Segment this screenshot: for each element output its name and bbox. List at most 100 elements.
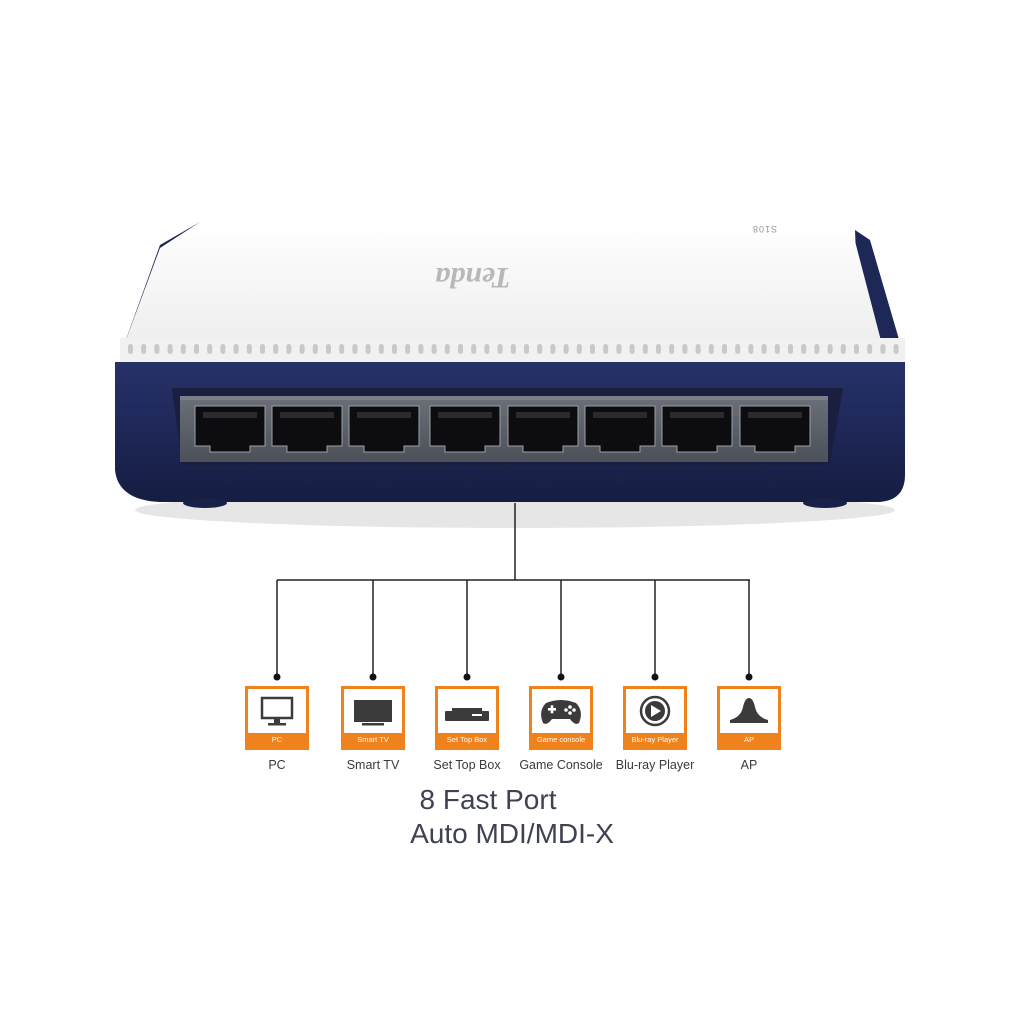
vent-slot bbox=[814, 344, 820, 354]
vent-slot bbox=[365, 344, 371, 354]
vent-slot bbox=[418, 344, 424, 354]
device-tile: Blu-ray Player bbox=[623, 686, 687, 750]
vent-slot bbox=[880, 344, 886, 354]
vent-slot bbox=[497, 344, 503, 354]
vent-slot bbox=[312, 344, 318, 354]
vent-slot bbox=[484, 344, 490, 354]
vent-slot bbox=[246, 344, 252, 354]
vent-slot bbox=[774, 344, 780, 354]
vent-slot bbox=[286, 344, 292, 354]
port-number: 5 bbox=[539, 470, 547, 485]
ethernet-port[interactable] bbox=[429, 405, 501, 453]
ethernet-port[interactable] bbox=[584, 405, 656, 453]
port-number: 4 bbox=[461, 470, 469, 485]
ethernet-port[interactable] bbox=[348, 405, 420, 453]
port-number: 3 bbox=[380, 470, 388, 485]
vent-slot bbox=[260, 344, 265, 354]
tile-label: Set Top Box bbox=[438, 733, 496, 747]
connection-lines bbox=[273, 503, 753, 681]
device-caption: Blu-ray Player bbox=[615, 758, 695, 772]
access-point-icon bbox=[720, 689, 778, 733]
vent-slot bbox=[576, 344, 582, 354]
port-number: 6 bbox=[616, 470, 624, 485]
vent-slot bbox=[537, 344, 543, 354]
port-number: 2 bbox=[303, 470, 311, 485]
switch-illustration bbox=[115, 222, 905, 528]
ethernet-port[interactable] bbox=[194, 405, 266, 453]
set-top-box-icon bbox=[438, 689, 496, 733]
device-tile: PC bbox=[245, 686, 309, 750]
monitor-icon bbox=[248, 689, 306, 733]
vent-slot bbox=[207, 344, 213, 354]
vent-slot bbox=[352, 344, 358, 354]
vent-slot bbox=[840, 344, 846, 354]
vent-slot bbox=[273, 344, 279, 354]
ethernet-port[interactable] bbox=[507, 405, 579, 453]
vent-slot bbox=[722, 344, 727, 354]
vent-slot bbox=[708, 344, 714, 354]
connector-dot bbox=[651, 673, 659, 681]
port-number: 7 bbox=[693, 470, 701, 485]
vent-slot bbox=[801, 344, 807, 354]
vent-slot bbox=[616, 344, 622, 354]
vent-slot bbox=[154, 344, 160, 354]
vent-slot bbox=[220, 344, 226, 354]
device-tile: Set Top Box bbox=[435, 686, 499, 750]
device-caption: Game Console bbox=[519, 758, 603, 772]
vent-slot bbox=[471, 344, 477, 354]
vent-slot bbox=[893, 344, 899, 354]
vent-slot bbox=[339, 344, 345, 354]
device-caption: PC bbox=[268, 758, 286, 772]
connector-dot bbox=[463, 673, 471, 681]
ethernet-port[interactable] bbox=[661, 405, 733, 453]
connector-dot bbox=[273, 673, 281, 681]
vent-slot bbox=[299, 344, 305, 354]
vent-slot bbox=[629, 344, 635, 354]
tv-icon bbox=[344, 689, 402, 733]
tile-label: Blu-ray Player bbox=[626, 733, 684, 747]
vent-slot bbox=[167, 344, 173, 354]
vent-slot bbox=[458, 344, 463, 354]
tile-label: AP bbox=[720, 733, 778, 747]
tile-label: Smart TV bbox=[344, 733, 402, 747]
device-caption: Set Top Box bbox=[433, 758, 501, 772]
device-tile: Game console bbox=[529, 686, 593, 750]
headline-mdi: Auto MDI/MDI-X bbox=[410, 818, 614, 849]
vent-slot bbox=[141, 344, 147, 354]
vent-slot bbox=[233, 344, 239, 354]
vent-slot bbox=[326, 344, 331, 354]
device-caption: Smart TV bbox=[346, 758, 400, 772]
vent-slot bbox=[854, 344, 859, 354]
headline-port-count: 8 Fast Port bbox=[419, 784, 557, 815]
ethernet-port[interactable] bbox=[739, 405, 811, 453]
tile-label: Game console bbox=[532, 733, 590, 747]
vent-slot bbox=[867, 344, 873, 354]
vent-slot bbox=[695, 344, 701, 354]
device-caption: AP bbox=[740, 758, 758, 772]
vent-slot bbox=[444, 344, 450, 354]
port-number: 8 bbox=[771, 470, 779, 485]
vent-slot bbox=[761, 344, 767, 354]
connector-dot bbox=[369, 673, 377, 681]
vent-slot bbox=[378, 344, 384, 354]
gamepad-icon bbox=[532, 689, 590, 733]
vent-slot bbox=[669, 344, 675, 354]
vent-slot bbox=[735, 344, 741, 354]
vent-slot bbox=[603, 344, 609, 354]
play-icon bbox=[626, 689, 684, 733]
ethernet-port[interactable] bbox=[271, 405, 343, 453]
vent-slot bbox=[682, 344, 688, 354]
vent-slot bbox=[392, 344, 397, 354]
port-number: 1 bbox=[226, 470, 234, 485]
connector-dot bbox=[557, 673, 565, 681]
device-tile: Smart TV bbox=[341, 686, 405, 750]
vent-slot bbox=[510, 344, 516, 354]
vent-slot bbox=[431, 344, 437, 354]
device-tile: AP bbox=[717, 686, 781, 750]
vent-slot bbox=[550, 344, 556, 354]
vent-slot bbox=[524, 344, 529, 354]
vent-slot bbox=[788, 344, 793, 354]
vent-slot bbox=[642, 344, 648, 354]
vent-slot bbox=[405, 344, 411, 354]
